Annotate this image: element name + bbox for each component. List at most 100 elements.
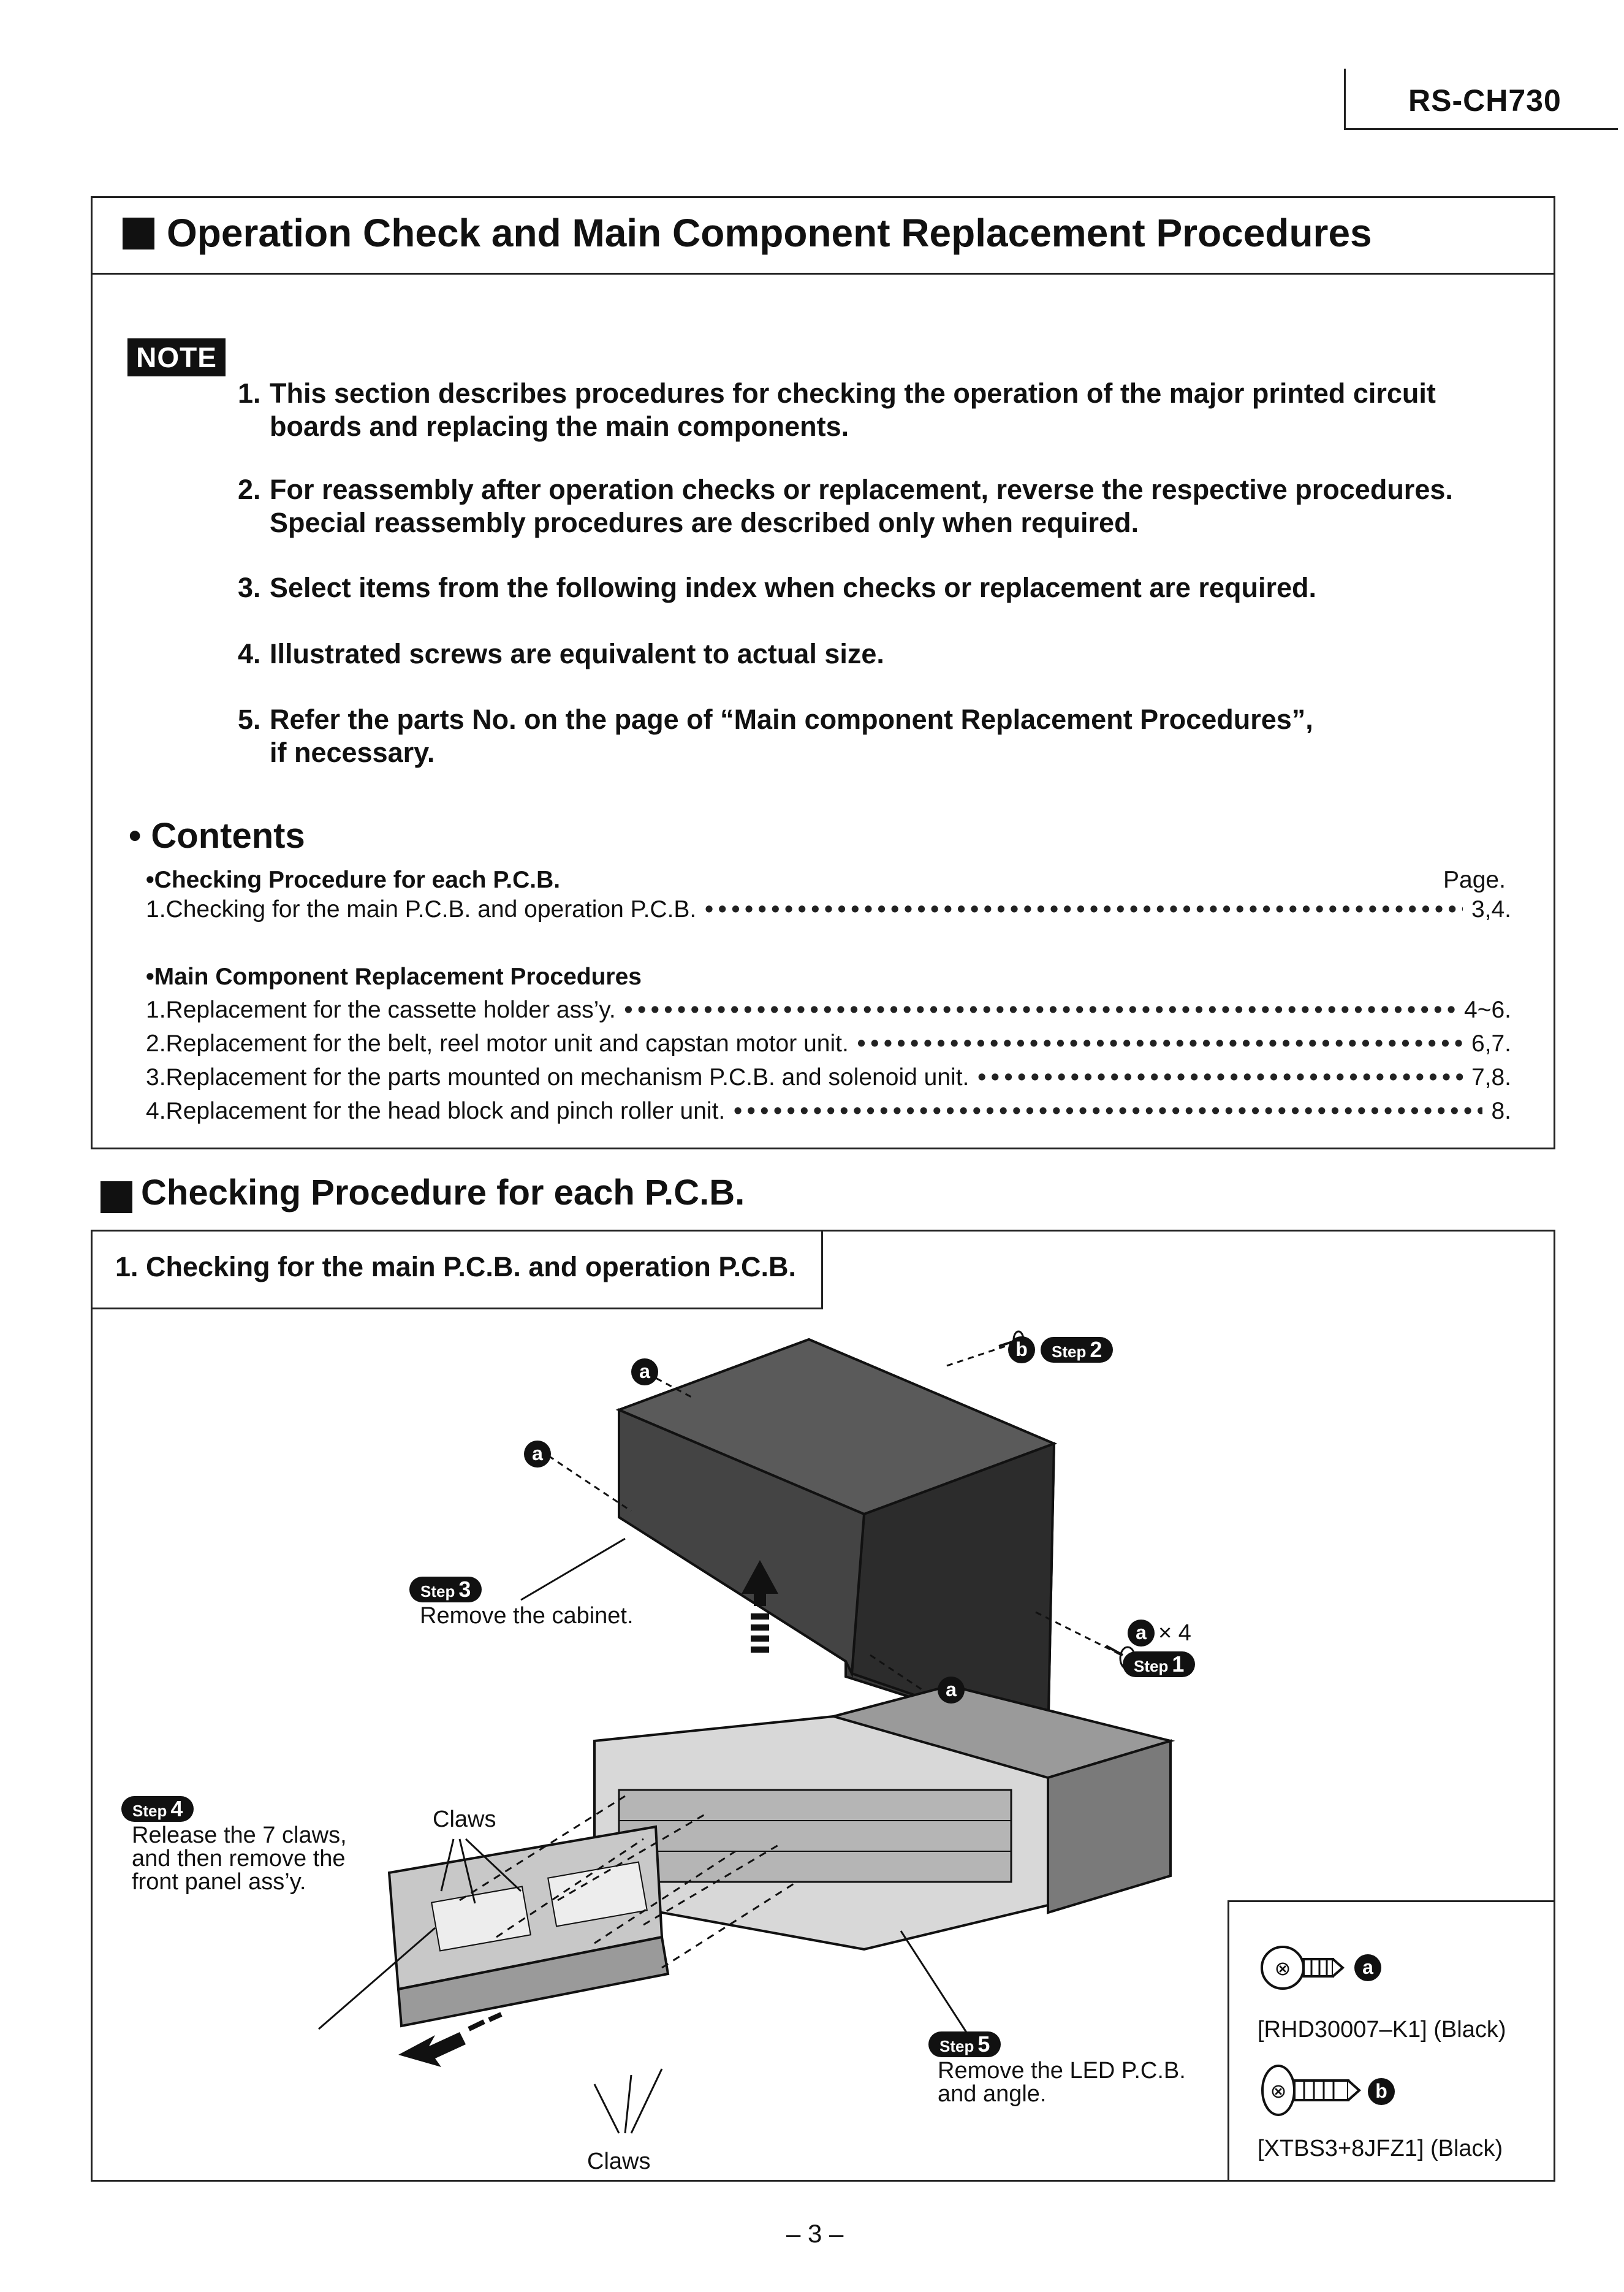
step-word: Step [420, 1582, 455, 1601]
screw-label-a: a [524, 1441, 551, 1468]
square-bullet-icon [101, 1181, 132, 1213]
page-number: – 3 – [786, 2219, 844, 2248]
note-text: This section describes procedures for ch… [270, 378, 1436, 409]
step-number: 3 [458, 1577, 471, 1602]
step-number: 5 [977, 2031, 990, 2057]
screw-a-code: [RHD30007–K1] (Black) [1258, 2017, 1506, 2043]
svg-text:⊗: ⊗ [1270, 2079, 1287, 2103]
step-5-text: and angle. [938, 2081, 1047, 2107]
note-number: 1. [238, 378, 261, 409]
step-word: Step [1052, 1342, 1087, 1361]
note-text-cont: if necessary. [270, 737, 435, 768]
diagram-box [91, 1230, 1555, 2182]
note-item: 1. This section describes procedures for … [238, 377, 1436, 443]
remove-arrow-icon [398, 2012, 503, 2067]
lift-arrow-icon [742, 1560, 778, 1653]
step-4-text: Release the 7 claws, [132, 1822, 347, 1848]
toc-entry-label: 2.Replacement for the belt, reel motor u… [146, 1030, 849, 1057]
note-item: 5. Refer the parts No. on the page of “Ma… [238, 703, 1313, 769]
note-item: 3. Select items from the following index … [238, 571, 1316, 604]
subsection-tab [91, 1230, 823, 1309]
toc-entry-page: 4~6. [1464, 997, 1511, 1023]
toc-entry-page: 8. [1491, 1098, 1511, 1124]
screw-b-code: [XTBS3+8JFZ1] (Black) [1258, 2136, 1503, 2161]
note-number: 2. [238, 474, 261, 505]
screw-a-legend-icon: ⊗ [1261, 1946, 1345, 1990]
toc-entry-page: 7,8. [1471, 1064, 1511, 1091]
note-text: For reassembly after operation checks or… [270, 474, 1453, 505]
screw-label-a: a [938, 1677, 965, 1704]
toc-entry[interactable]: 4.Replacement for the head block and pin… [146, 1098, 1511, 1126]
step-word: Step [1134, 1657, 1169, 1675]
header-rule-horizontal [1344, 128, 1618, 130]
toc-leader: ••••••••••••••••••••••••••••••••••••••••… [734, 1098, 1482, 1124]
screw-legend-label-b: b [1368, 2078, 1395, 2105]
step-number: 1 [1172, 1651, 1185, 1677]
title-divider [91, 273, 1555, 275]
contents-heading: • Contents [129, 816, 305, 856]
screw-legend-label-a: a [1354, 1954, 1381, 1981]
toc-entry[interactable]: 2.Replacement for the belt, reel motor u… [146, 1030, 1511, 1059]
note-badge: NOTE [127, 338, 226, 376]
section-title: Operation Check and Main Component Repla… [167, 211, 1372, 255]
note-number: 5. [238, 704, 261, 735]
model-number: RS-CH730 [1408, 83, 1561, 118]
claws-label: Claws [587, 2149, 651, 2174]
screw-b-legend-icon: ⊗ [1261, 2065, 1362, 2116]
toc-entry[interactable]: 3.Replacement for the parts mounted on m… [146, 1064, 1511, 1092]
toc-entry-label: 3.Replacement for the parts mounted on m… [146, 1064, 969, 1091]
header-rule-vertical [1344, 69, 1346, 130]
toc-entry-label: 1.Replacement for the cassette holder as… [146, 997, 616, 1023]
step-word: Step [132, 1802, 167, 1820]
note-item: 4. Illustrated screws are equivalent to a… [238, 638, 884, 671]
step-word: Step [939, 2037, 974, 2055]
exploded-view-diagram [318, 1330, 1175, 2134]
section-title: Checking Procedure for each P.C.B. [141, 1173, 745, 1213]
toc-entry-page: 6,7. [1471, 1030, 1511, 1057]
cabinet-illustration [615, 1338, 1058, 1743]
note-text-cont: boards and replacing the main components… [270, 411, 849, 442]
note-text: Illustrated screws are equivalent to act… [270, 638, 884, 669]
chassis-illustration [593, 1684, 1175, 1951]
screw-count: × 4 [1158, 1620, 1191, 1646]
toc-leader: ••••••••••••••••••••••••••••••••••••••••… [977, 1064, 1463, 1091]
toc-entry-label: 4.Replacement for the head block and pin… [146, 1098, 726, 1124]
toc-group-title: •Main Component Replacement Procedures [146, 964, 642, 990]
screw-label-b: b [1008, 1336, 1035, 1363]
note-text: Select items from the following index wh… [270, 572, 1317, 603]
screw-label-a: a [1128, 1620, 1155, 1647]
toc-entry-label: 1.Checking for the main P.C.B. and opera… [146, 896, 697, 923]
step-5-text: Remove the LED P.C.B. [938, 2058, 1186, 2084]
claws-label: Claws [433, 1807, 496, 1832]
toc-leader: ••••••••••••••••••••••••••••••••••••••••… [857, 1030, 1463, 1057]
procedures-box [91, 196, 1555, 1149]
toc-page-header: Page. [1443, 867, 1506, 893]
note-text: Refer the parts No. on the page of “Main… [270, 704, 1313, 735]
note-item: 2. For reassembly after operation checks … [238, 473, 1453, 539]
screw-legend [1227, 1900, 1555, 2182]
toc-entry[interactable]: 1.Checking for the main P.C.B. and opera… [146, 896, 1511, 924]
note-text-cont: Special reassembly procedures are descri… [270, 507, 1139, 538]
toc-group-title: •Checking Procedure for each P.C.B. [146, 867, 561, 893]
screw-label-a: a [631, 1358, 658, 1385]
square-bullet-icon [123, 218, 154, 249]
step-number: 2 [1090, 1337, 1102, 1362]
front-panel-illustration [387, 1825, 670, 2028]
step-4-text: and then remove the [132, 1846, 346, 1871]
note-number: 3. [238, 572, 261, 603]
toc-leader: ••••••••••••••••••••••••••••••••••••••••… [705, 896, 1463, 923]
toc-entry[interactable]: 1.Replacement for the cassette holder as… [146, 997, 1511, 1025]
toc-leader: ••••••••••••••••••••••••••••••••••••••••… [624, 997, 1455, 1023]
step-number: 4 [170, 1796, 183, 1821]
note-number: 4. [238, 638, 261, 669]
svg-text:⊗: ⊗ [1275, 1957, 1291, 1980]
step-4-text: front panel ass’y. [132, 1869, 306, 1895]
toc-entry-page: 3,4. [1471, 896, 1511, 923]
step-3-text: Remove the cabinet. [420, 1603, 634, 1629]
subsection-title: 1. Checking for the main P.C.B. and oper… [115, 1251, 797, 1282]
